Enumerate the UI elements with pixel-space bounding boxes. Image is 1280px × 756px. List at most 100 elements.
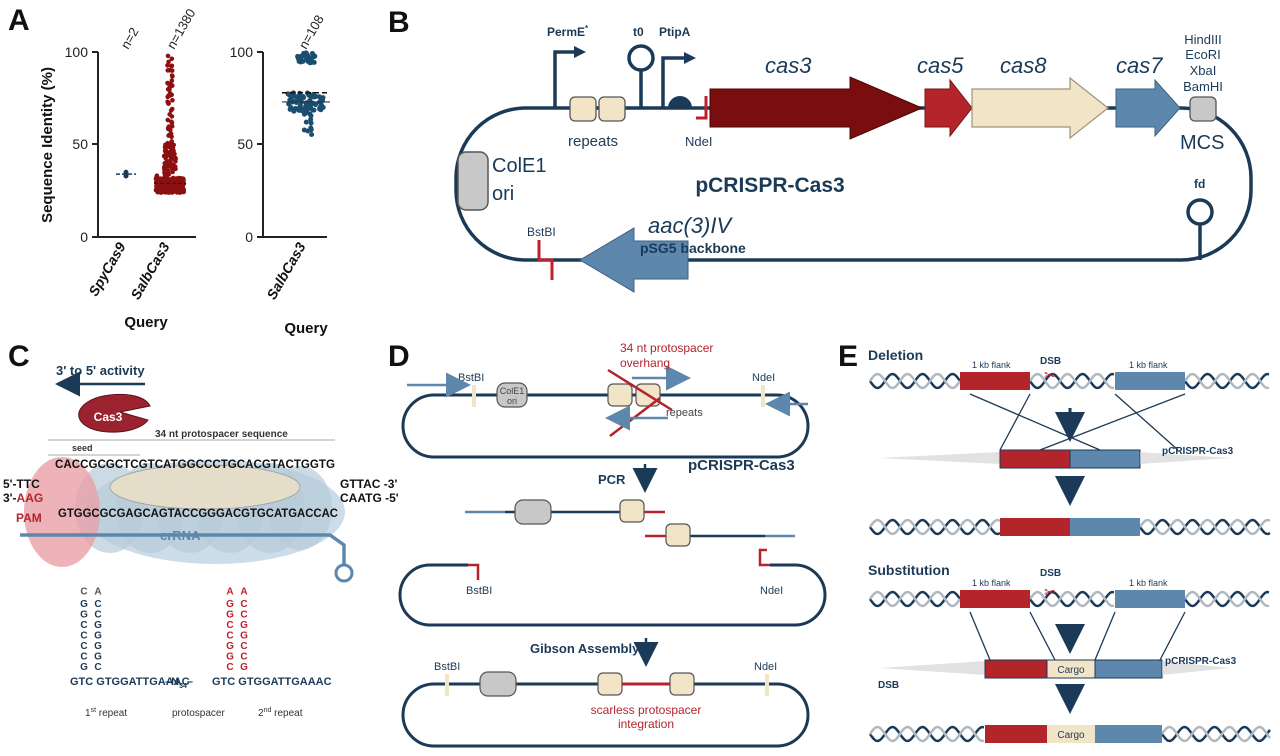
panel-d-letter: D: [388, 340, 410, 373]
d-scarless-label-2: integration: [618, 717, 674, 731]
dna-strand-1: [1138, 518, 1271, 536]
d-final-bstBI-mark: [445, 674, 449, 696]
salbcas3-point: [163, 189, 168, 194]
chart1-xlabel: Query: [124, 314, 168, 331]
salbcas3-point: [166, 59, 171, 65]
salbcas3-group-point: [312, 53, 318, 59]
dna-strand-2: [868, 725, 985, 743]
sub-right-flank: [1115, 590, 1185, 608]
first-repeat-label: 1st repeat: [85, 707, 127, 719]
cas7-gene-arrow: [1115, 78, 1181, 138]
hairpin-base: C: [80, 652, 87, 663]
cas8-label: cas8: [1000, 53, 1047, 78]
salbcas3-point: [168, 131, 174, 136]
activity-label: 3' to 5' activity: [56, 363, 145, 378]
hairpin-base: G: [80, 599, 88, 610]
salbcas3-point: [163, 153, 168, 158]
hairpin-loop-base: A: [226, 587, 233, 598]
d-pcr-repeat-1: [619, 499, 645, 523]
salbcas3-point: [177, 190, 182, 195]
sub-dsb-label: DSB: [1040, 568, 1061, 579]
d-pcr-repeat-2: [665, 523, 691, 547]
salbcas3-point: [167, 159, 173, 165]
chart1-xtick-salbcas3: SalbCas3: [127, 239, 172, 302]
salbcas3-group-point: [313, 94, 319, 99]
d-overhang-line-1: [607, 368, 673, 412]
sub-plasmid-left: [984, 659, 1048, 679]
cole1-ori-box: [457, 151, 489, 211]
ptipA-promoter-icon: [661, 56, 685, 108]
chart1-tick-100: 100: [65, 44, 89, 60]
salbcas3-point: [169, 63, 175, 69]
substitution-title: Substitution: [868, 562, 950, 578]
salbcas3-group-point: [306, 92, 312, 98]
site-ecori: EcoRI: [1185, 47, 1220, 62]
left-bottom-flank: 3'-AAG: [3, 491, 43, 505]
d-final-repeat-2: [669, 672, 695, 696]
seed-label: seed: [72, 443, 93, 453]
salbcas3-point: [170, 98, 175, 103]
right-bottom-flank: CAATG -5': [340, 491, 399, 505]
cole1-label: ColE1: [492, 155, 546, 177]
hairpin-base: G: [226, 599, 234, 610]
repeat-box-1: [569, 96, 597, 122]
del-scissors-icon: ✂: [1044, 367, 1056, 383]
salbcas3-point: [168, 127, 173, 133]
del-plasmid-right: [1069, 449, 1141, 469]
panel-b-letter: B: [388, 6, 410, 39]
salbcas3-point: [162, 148, 168, 154]
salbcas3-group-point: [301, 127, 307, 133]
chart2-tick-100: 100: [230, 44, 254, 60]
crRNA-line: [20, 533, 346, 565]
cas3-protein-label: Cas3: [94, 410, 123, 424]
dna-strand-1: [1028, 372, 1115, 390]
d-final-ndeI-mark: [765, 674, 769, 696]
sub-cargo-label-1: Cargo: [1057, 665, 1085, 676]
d-gibson-label: Gibson Assembly: [530, 641, 640, 656]
bottom-strand-seq: GTGGCGCGAGCAGTACCGGGACGTGCATGACCAC: [58, 506, 338, 520]
panel-b: B ColE1 ori PermE* repeats t0 PtipA NdeI…: [388, 6, 1253, 293]
dna-strand-2: [1160, 725, 1271, 743]
aac-gene-arrow: [579, 227, 689, 293]
hairpin-base: G: [94, 652, 102, 663]
salbcas3-point: [165, 117, 171, 123]
salbcas3-point: [168, 81, 173, 87]
d-bstBI-label-3: BstBI: [434, 661, 460, 673]
d-overhang-label-1: 34 nt protospacer: [620, 341, 713, 355]
chart2-points: [282, 50, 330, 137]
sub-cargo-label-2: Cargo: [1057, 730, 1085, 741]
d-ndeI-label-2: NdeI: [760, 585, 783, 597]
salbcas3-point: [165, 99, 170, 105]
salbcas3-group-point: [307, 57, 313, 63]
repeat-box-2: [598, 96, 626, 122]
d-scarless-label-1: scarless protospacer: [591, 703, 702, 717]
dna-strand-2: [1138, 518, 1271, 536]
d-overhang-label-2: overhang: [620, 356, 670, 370]
panel-c: C 3' to 5' activity Cas3 seed 34 nt prot…: [3, 340, 399, 719]
salbcas3-point: [162, 161, 168, 166]
salbcas3-point: [169, 56, 175, 62]
salbcas3-point: [169, 114, 175, 119]
cas3-label: cas3: [765, 53, 812, 78]
site-bamhi: BamHI: [1183, 79, 1223, 94]
salbcas3-point: [157, 177, 162, 182]
hairpin-base: G: [80, 610, 88, 621]
plasmid-title: pCRISPR-Cas3: [695, 174, 844, 197]
hairpin-base: G: [94, 641, 102, 652]
sub-right-flank-label: 1 kb flank: [1129, 578, 1168, 588]
hairpin-base: C: [226, 620, 233, 631]
hairpin-base: G: [226, 652, 234, 663]
salbcas3-point: [170, 169, 175, 175]
dna-strand-2: [868, 372, 962, 390]
salbcas3-point: [169, 163, 174, 169]
ndeI-site-icon: [696, 96, 708, 120]
hairpin-base: C: [240, 652, 247, 663]
chart2-tick-50: 50: [237, 136, 253, 152]
del-plasmid-left: [999, 449, 1071, 469]
salbcas3-point: [172, 157, 177, 162]
d-plasmid-1: [401, 393, 810, 459]
hairpin-loop-base: C: [80, 587, 87, 598]
repeat2-seq: GTC GTGGATTGAAAC: [212, 676, 332, 688]
